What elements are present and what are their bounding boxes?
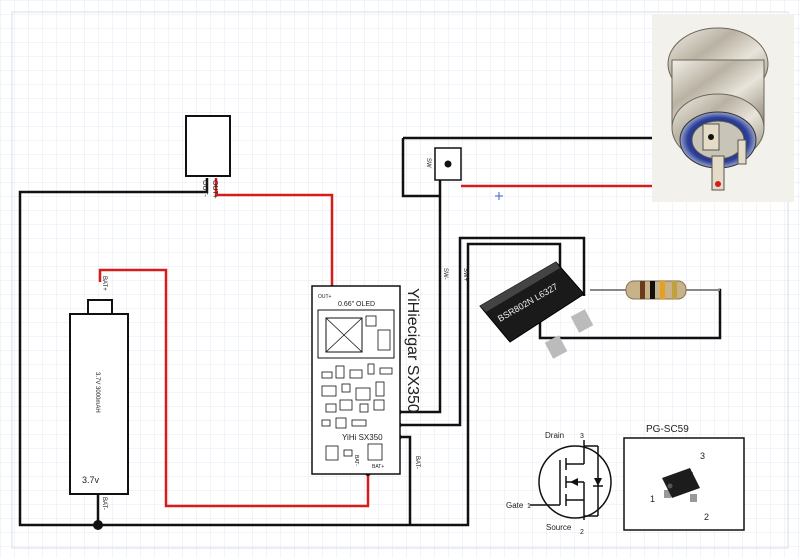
switch-pos-label: SW+ — [462, 268, 468, 282]
gate-label: Gate — [506, 501, 524, 510]
switch-label: SW — [425, 158, 431, 168]
wire-out-negative — [18, 178, 209, 527]
drain-label: Drain — [545, 431, 564, 440]
package-name: PG-SC59 — [646, 424, 689, 435]
sx350-board: 0.66" OLED OUT+ YiHi SX350 BAT+ BAT- — [311, 285, 421, 475]
battery-capacity: 3.7V 3000mAH — [94, 372, 100, 413]
switch-neg-label: SW- — [442, 268, 448, 280]
wire-sw-positive — [398, 236, 586, 427]
board-bat-neg-label: BAT- — [414, 456, 420, 469]
mosfet-symbol: Drain 3 Gate 1 Source 2 — [506, 431, 612, 536]
source-pin: 2 — [580, 529, 584, 536]
wire-ground-bus — [98, 242, 562, 527]
wire-out-positive — [214, 178, 334, 288]
output-connector: OUT- OUT+ — [185, 115, 231, 199]
battery-neg-label: BAT- — [101, 497, 107, 510]
board-components — [321, 363, 393, 461]
ground-junction — [93, 520, 103, 530]
wire-board-bat-negative — [398, 435, 412, 525]
switch-symbol: SW SW- SW+ — [425, 147, 468, 282]
board-bat-neg-side-label: BAT- — [353, 455, 359, 466]
battery-pos-label: BAT+ — [101, 276, 107, 291]
out-pos-label: OUT+ — [211, 180, 218, 199]
board-out-pos-label: OUT+ — [318, 294, 332, 300]
package-pin2: 2 — [704, 512, 709, 522]
battery: 3.7v 3.7V 3000mAH BAT+ BAT- — [69, 276, 129, 510]
battery-voltage: 3.7v — [82, 475, 100, 485]
oled-label: 0.66" OLED — [338, 301, 375, 308]
wire-switch-left — [401, 138, 440, 198]
grid-border — [11, 11, 789, 549]
transistor-photo: BSR802N L6327 — [479, 261, 594, 359]
gate-pin: 1 — [527, 503, 531, 510]
wire-sw-negative — [398, 180, 442, 414]
out-neg-label: OUT- — [201, 180, 208, 197]
board-title: YiHiecigar SX350 — [404, 288, 421, 413]
drain-pin: 3 — [580, 433, 584, 440]
package-diagram: PG-SC59 3 1 2 — [623, 424, 745, 531]
source-label: Source — [546, 523, 572, 532]
board-bat-pos-pad-label: BAT+ — [372, 464, 384, 470]
board-silk-label: YiHi SX350 — [342, 433, 383, 442]
package-pin3: 3 — [700, 451, 705, 461]
resistor — [590, 280, 720, 300]
package-pin1: 1 — [650, 494, 655, 504]
plus-marker — [495, 192, 503, 200]
wire-bat-positive — [98, 268, 370, 508]
metal-switch-photo — [652, 14, 794, 202]
